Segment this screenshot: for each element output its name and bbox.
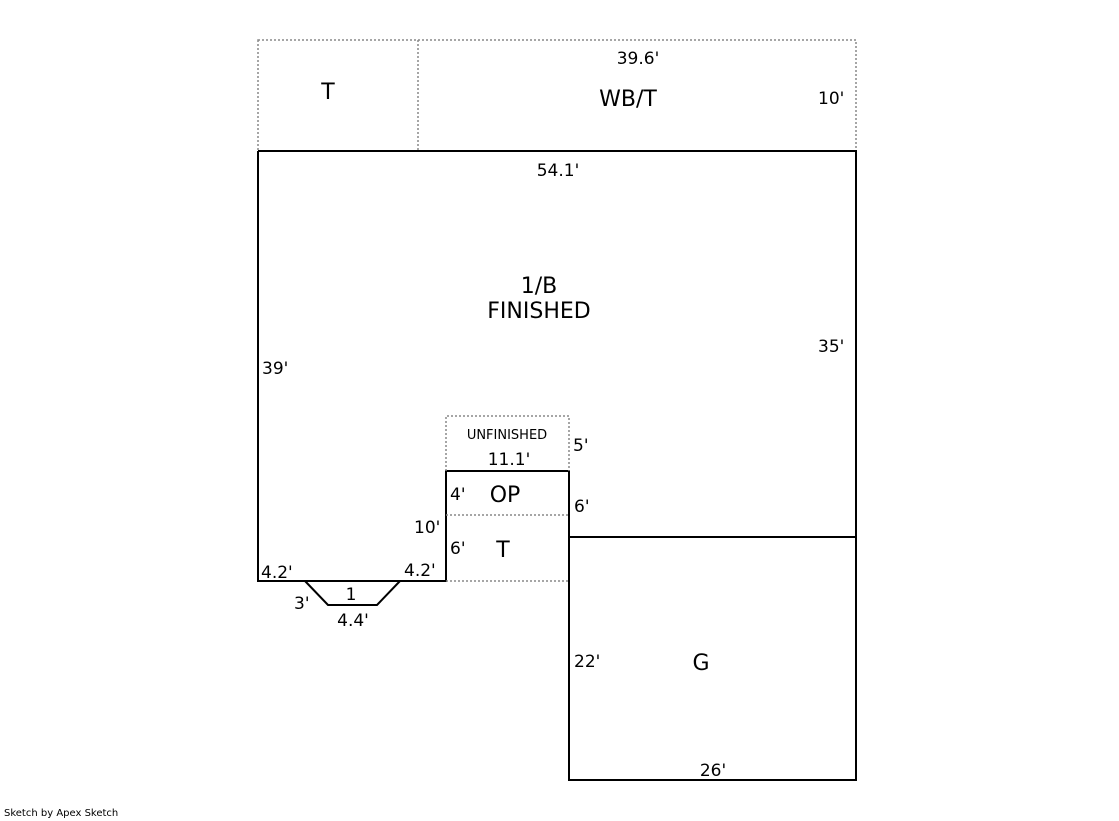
- unfinished-width-dim: 11.1': [488, 450, 531, 470]
- op-left-dim: 4': [450, 485, 466, 505]
- wbt-width-dim: 39.6': [617, 49, 660, 69]
- footer-credit: Sketch by Apex Sketch: [4, 808, 119, 819]
- main-right-dim: 35': [818, 337, 844, 357]
- wbt-height-dim: 10': [818, 89, 844, 109]
- wbt-area-outline: [257, 39, 857, 152]
- unfinished-height-dim: 5': [573, 436, 589, 456]
- bay-left-top-dim: 4.2': [261, 563, 293, 583]
- t-top-label: T: [320, 80, 335, 105]
- unfinished-label: UNFINISHED: [467, 428, 547, 443]
- garage-label: G: [692, 651, 709, 676]
- wbt-label: WB/T: [599, 87, 657, 112]
- main-sublabel: FINISHED: [487, 299, 590, 324]
- bay-label: 1: [346, 585, 357, 605]
- t-mid-left-dim: 6': [450, 539, 466, 559]
- bay-side-dim: 3': [294, 594, 310, 614]
- bay-bottom-dim: 4.4': [337, 611, 369, 631]
- main-garage-outline: [258, 150, 857, 781]
- t-mid-outer-dim: 10': [414, 518, 440, 538]
- unfinished-outline: [445, 415, 570, 471]
- main-label: 1/B: [521, 274, 558, 299]
- bay-right-top-dim: 4.2': [404, 561, 436, 581]
- bay-outline: [304, 580, 401, 606]
- garage-left-dim: 22': [574, 652, 600, 672]
- garage-bottom-dim: 26': [700, 761, 726, 781]
- op-label: OP: [490, 483, 521, 508]
- main-top-dim: 54.1': [537, 161, 580, 181]
- main-left-dim: 39': [262, 359, 288, 379]
- t-mid-label: T: [495, 538, 510, 563]
- op-right-dim: 6': [574, 497, 590, 517]
- main-area-outline: [257, 151, 570, 582]
